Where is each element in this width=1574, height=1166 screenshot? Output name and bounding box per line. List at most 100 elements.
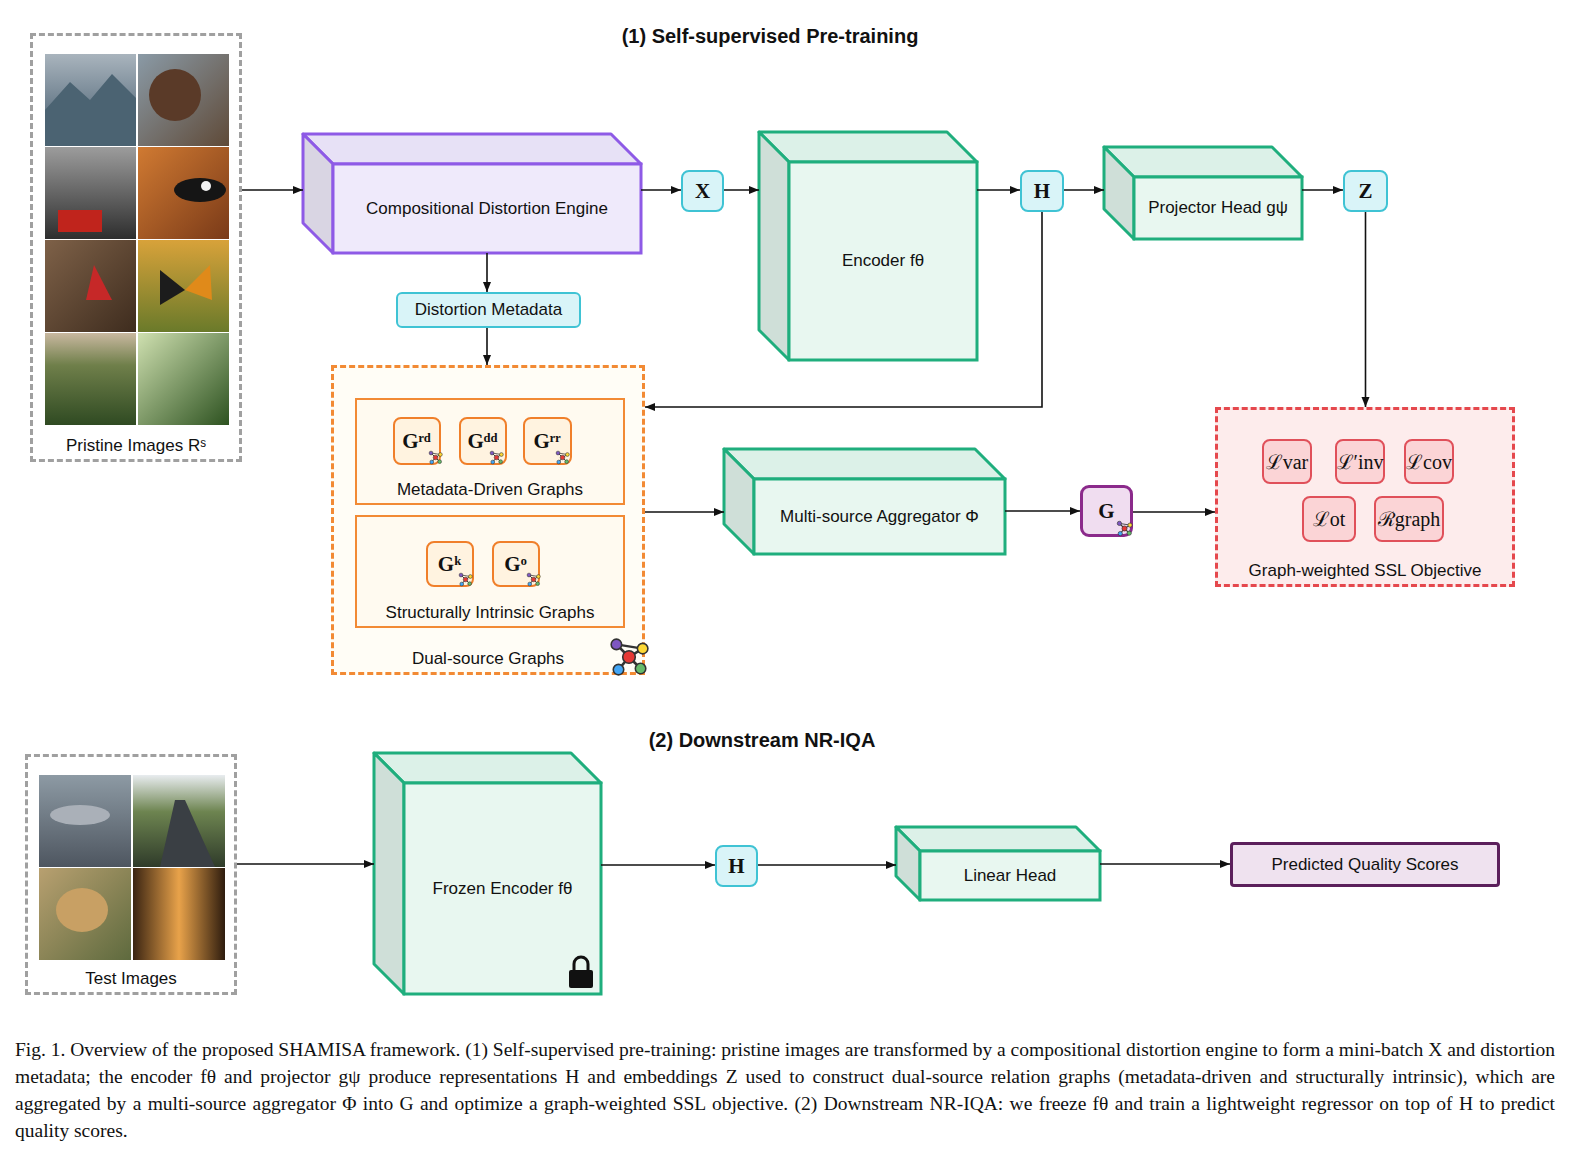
group-frame: GʳᵈGᵈᵈGʳʳMetadata-Driven GraphsGᵏGᵒStruc…: [331, 365, 645, 675]
lock-icon: [574, 957, 588, 970]
group-label: Graph-weighted SSL Objective: [1218, 561, 1512, 581]
tensor-chip: Z: [1343, 170, 1388, 212]
block-top-face: [724, 449, 1005, 479]
graph-icon: [459, 573, 472, 586]
node-label: Gᵒ: [504, 554, 526, 574]
block-side-face: [374, 753, 404, 994]
data-tag: Distortion Metadata: [396, 292, 581, 328]
graph-chip: Gʳᵈ: [393, 417, 441, 465]
block-side-face: [724, 449, 754, 554]
node-label: ℒot: [1313, 509, 1346, 529]
graph-icon: [527, 573, 540, 586]
node-label: ℒ′inv: [1337, 452, 1384, 472]
graph-icon: [556, 451, 569, 464]
photo-detail: [174, 178, 226, 202]
block-front-face: [333, 164, 641, 253]
group-label: Metadata-Driven Graphs: [357, 480, 623, 500]
node-label: Predicted Quality Scores: [1271, 855, 1458, 875]
flow-arrow: [1064, 189, 1104, 191]
section-title: (2) Downstream NR-IQA: [462, 729, 1062, 752]
node-label: ℒvar: [1266, 452, 1309, 472]
flow-arrow: [1005, 510, 1080, 512]
flow-arrow: [1133, 511, 1215, 513]
photo-detail: [56, 888, 108, 932]
graph-icon: [1117, 521, 1132, 535]
node-label: Gᵈᵈ: [467, 431, 497, 451]
block-shape: [303, 134, 641, 253]
graph-icon: [429, 451, 442, 464]
loss-chip: ℒ′inv: [1335, 439, 1385, 484]
node-label: Gᵏ: [438, 554, 461, 574]
section-title: (1) Self-supervised Pre-training: [470, 25, 1070, 48]
group-box: GᵏGᵒStructurally Intrinsic Graphs: [355, 515, 625, 628]
flow-arrow: [1302, 189, 1343, 191]
block-front-face: [1134, 177, 1302, 239]
group-box: Gʳᵈ Gᵈᵈ GʳʳMetadata-Driven Graphs: [355, 398, 625, 505]
flow-arrow: [237, 863, 374, 865]
block-top-face: [303, 134, 641, 164]
group-label: Dual-source Graphs: [334, 649, 642, 669]
photo-tile: [45, 147, 136, 239]
block-label: Encoder fθ: [789, 162, 977, 360]
process-block: Frozen Encoder fθ: [374, 753, 601, 994]
node-label: H: [728, 856, 744, 876]
process-block: Projector Head gψ: [1104, 147, 1302, 239]
flow-arrow: [486, 253, 488, 292]
photo-tile: [133, 868, 225, 960]
photo-tile: [45, 54, 136, 146]
tensor-chip: H: [715, 845, 758, 887]
photo-detail: [185, 265, 212, 300]
block-label: Compositional Distortion Engine: [333, 164, 641, 253]
figure-caption: Fig. 1. Overview of the proposed SHAMISA…: [15, 1036, 1555, 1144]
flow-arrow: [1365, 212, 1367, 407]
photo-detail: [160, 270, 185, 305]
block-side-face: [1104, 147, 1134, 239]
block-shape: [1104, 147, 1302, 239]
block-front-face: [789, 162, 977, 360]
graph-chip: G: [1080, 485, 1133, 537]
flow-arrow: [645, 212, 1042, 407]
process-block: Multi-source Aggregator Φ: [724, 449, 1005, 554]
flow-arrow: [242, 189, 303, 191]
photo-tile: [138, 333, 229, 425]
node-label: Z: [1358, 181, 1372, 201]
loss-chip: ℒcov: [1404, 439, 1454, 484]
group-label: Test Images: [28, 969, 234, 989]
node-label: Gʳʳ: [533, 431, 560, 451]
lock-icon: [569, 970, 593, 988]
photo-detail: [45, 74, 136, 146]
flow-arrow: [641, 189, 681, 191]
graph-chip: Gᵈᵈ: [459, 417, 507, 465]
node-label: Distortion Metadata: [415, 300, 562, 320]
block-label: Multi-source Aggregator Φ: [754, 479, 1005, 554]
process-block: Linear Head: [896, 827, 1100, 900]
block-side-face: [759, 132, 789, 360]
block-side-face: [303, 134, 333, 253]
block-front-face: [404, 783, 601, 994]
flow-arrow: [724, 189, 759, 191]
process-block: Encoder fθ: [759, 132, 977, 360]
tensor-chip: H: [1020, 170, 1064, 212]
photo-tile: [39, 775, 131, 867]
block-top-face: [374, 753, 601, 783]
block-front-face: [920, 851, 1100, 900]
flow-arrow: [486, 328, 488, 365]
output-box: Predicted Quality Scores: [1230, 842, 1500, 887]
graph-icon: [611, 639, 648, 675]
photo-detail: [160, 800, 215, 867]
graph-icon: [490, 451, 503, 464]
flow-arrow: [1100, 863, 1230, 865]
block-shape: [759, 132, 977, 360]
node-label: ℛgraph: [1378, 509, 1441, 529]
photo-tile: [45, 333, 136, 425]
node-label: H: [1034, 181, 1050, 201]
photo-detail: [86, 265, 112, 300]
flow-arrow: [645, 511, 724, 513]
block-front-face: [754, 479, 1005, 554]
photo-detail: [201, 181, 211, 191]
tensor-chip: X: [681, 170, 724, 212]
photo-detail: [149, 69, 201, 121]
process-block: Compositional Distortion Engine: [303, 134, 641, 253]
photo-tile: [138, 240, 229, 332]
